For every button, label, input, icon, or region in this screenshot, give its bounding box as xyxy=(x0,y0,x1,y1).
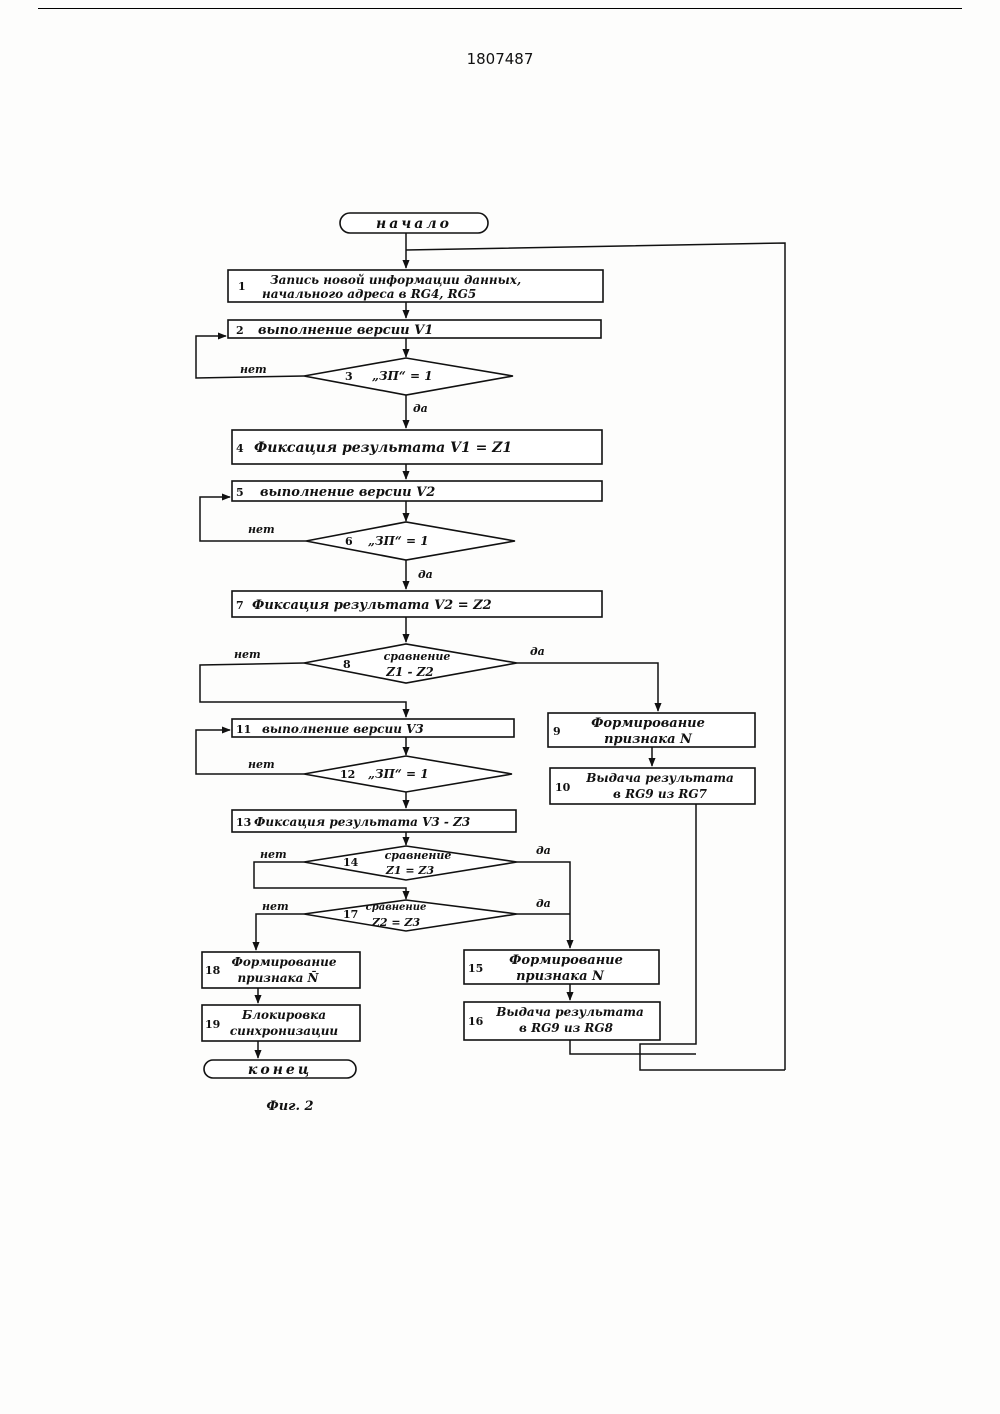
svg-text:16: 16 xyxy=(468,1015,484,1028)
svg-text:1: 1 xyxy=(238,280,246,293)
svg-text:Формирование: Формирование xyxy=(509,953,623,968)
svg-text:в RG9 из RG7: в RG9 из RG7 xyxy=(613,787,708,801)
block-7-fix-result-z2: 7 Фиксация результата V2 = Z2 xyxy=(232,591,602,617)
block-9-form-flag-n: 9 Формирование признака N xyxy=(548,713,755,747)
connector-d8-yes xyxy=(517,663,658,711)
svg-text:выполнение версии V1: выполнение версии V1 xyxy=(258,323,433,338)
svg-text:признака N: признака N xyxy=(516,969,605,984)
svg-text:Z2 = Z3: Z2 = Z3 xyxy=(371,916,421,929)
svg-text:6: 6 xyxy=(345,535,353,548)
connector-d17-no xyxy=(256,914,304,950)
svg-text:Фиксация результата V3 - Z3: Фиксация результата V3 - Z3 xyxy=(254,815,470,829)
svg-text:„ЗП“ = 1: „ЗП“ = 1 xyxy=(368,767,429,781)
d17-yes-label: да xyxy=(536,897,551,910)
svg-text:Блокировка: Блокировка xyxy=(241,1008,326,1022)
block-16-output-rg9-from-rg8: 16 Выдача результата в RG9 из RG8 xyxy=(464,1002,660,1040)
svg-text:Фиксация результата V1 = Z1: Фиксация результата V1 = Z1 xyxy=(254,440,512,456)
decision-14-compare-z1-z3: 14 сравнение Z1 = Z3 xyxy=(304,846,517,880)
svg-text:13: 13 xyxy=(236,816,251,829)
svg-text:5: 5 xyxy=(236,486,244,499)
svg-text:признака N: признака N xyxy=(604,732,693,747)
svg-text:Запись новой информации данных: Запись новой информации данных, xyxy=(270,273,521,287)
decision-6-zp-check: 6 „ЗП“ = 1 xyxy=(306,522,515,560)
svg-text:„ЗП“ = 1: „ЗП“ = 1 xyxy=(368,534,429,548)
svg-text:18: 18 xyxy=(205,964,221,977)
svg-text:сравнение: сравнение xyxy=(384,650,451,663)
block-2-run-version-v1: 2 выполнение версии V1 xyxy=(228,320,601,338)
start-label: начало xyxy=(376,216,452,232)
svg-text:сравнение: сравнение xyxy=(366,902,427,913)
svg-text:19: 19 xyxy=(205,1018,220,1031)
svg-text:синхронизации: синхронизации xyxy=(230,1024,339,1038)
svg-text:Формирование: Формирование xyxy=(591,716,705,731)
d14-no-label: нет xyxy=(260,848,287,861)
svg-text:„ЗП“ = 1: „ЗП“ = 1 xyxy=(372,369,433,383)
block-4-fix-result-z1: 4 Фиксация результата V1 = Z1 xyxy=(232,430,602,464)
figure-caption: Фиг. 2 xyxy=(266,1099,313,1114)
svg-text:Z1 = Z3: Z1 = Z3 xyxy=(385,864,435,877)
svg-text:Фиксация результата V2 = Z2: Фиксация результата V2 = Z2 xyxy=(252,598,492,613)
d3-no-label: нет xyxy=(240,363,267,376)
svg-text:признака N̄: признака N̄ xyxy=(237,969,319,985)
connector-b10-loop xyxy=(640,804,785,1070)
svg-text:14: 14 xyxy=(343,856,359,869)
block-1-write-data: 1 Запись новой информации данных, началь… xyxy=(228,270,603,302)
svg-text:15: 15 xyxy=(468,962,483,975)
svg-text:Формирование: Формирование xyxy=(231,955,336,969)
svg-text:12: 12 xyxy=(340,768,355,781)
svg-text:11: 11 xyxy=(236,723,251,736)
svg-text:Z1 - Z2: Z1 - Z2 xyxy=(385,665,434,679)
d17-no-label: нет xyxy=(262,900,289,913)
svg-text:Выдача результата: Выдача результата xyxy=(495,1005,644,1019)
decision-17-compare-z2-z3: 17 сравнение Z2 = Z3 xyxy=(304,900,517,931)
svg-text:8: 8 xyxy=(343,658,351,671)
d6-yes-label: да xyxy=(418,568,433,581)
d6-no-label: нет xyxy=(248,523,275,536)
end-terminal: конец xyxy=(204,1060,356,1078)
svg-text:начального адреса в RG4, RG5: начального адреса в RG4, RG5 xyxy=(262,287,476,301)
block-10-output-rg9-from-rg7: 10 Выдача результата в RG9 из RG7 xyxy=(550,768,755,804)
block-15-form-flag-n: 15 Формирование признака N xyxy=(464,950,659,984)
block-18-form-flag-n-bar: 18 Формирование признака N̄ xyxy=(202,952,360,988)
svg-text:3: 3 xyxy=(345,370,353,383)
svg-text:в RG9 из RG8: в RG9 из RG8 xyxy=(519,1021,614,1035)
d12-no-label: нет xyxy=(248,758,275,771)
d14-yes-label: да xyxy=(536,844,551,857)
svg-text:7: 7 xyxy=(236,599,244,612)
connector-b16-loop xyxy=(570,1040,696,1054)
svg-text:10: 10 xyxy=(555,781,571,794)
svg-text:выполнение версии V3: выполнение версии V3 xyxy=(262,722,424,736)
decision-3-zp-check: 3 „ЗП“ = 1 xyxy=(304,358,513,395)
svg-text:9: 9 xyxy=(553,725,561,738)
block-5-run-version-v2: 5 выполнение версии V2 xyxy=(232,481,602,501)
block-13-fix-result-z3: 13 Фиксация результата V3 - Z3 xyxy=(232,810,516,832)
decision-8-compare-z1-z2: 8 сравнение Z1 - Z2 xyxy=(304,644,517,683)
block-11-run-version-v3: 11 выполнение версии V3 xyxy=(232,719,514,737)
decision-12-zp-check: 12 „ЗП“ = 1 xyxy=(304,756,512,792)
d8-yes-label: да xyxy=(530,645,545,658)
d3-yes-label: да xyxy=(413,402,428,415)
svg-text:выполнение версии V2: выполнение версии V2 xyxy=(260,485,435,500)
svg-text:4: 4 xyxy=(236,442,244,455)
svg-text:2: 2 xyxy=(236,324,244,337)
svg-text:Выдача результата: Выдача результата xyxy=(585,771,734,785)
svg-text:17: 17 xyxy=(343,908,358,921)
end-label: конец xyxy=(248,1062,312,1078)
svg-text:сравнение: сравнение xyxy=(385,849,452,862)
block-19-block-sync: 19 Блокировка синхронизации xyxy=(202,1005,360,1041)
d8-no-label: нет xyxy=(234,648,261,661)
start-terminal: начало xyxy=(340,213,488,233)
